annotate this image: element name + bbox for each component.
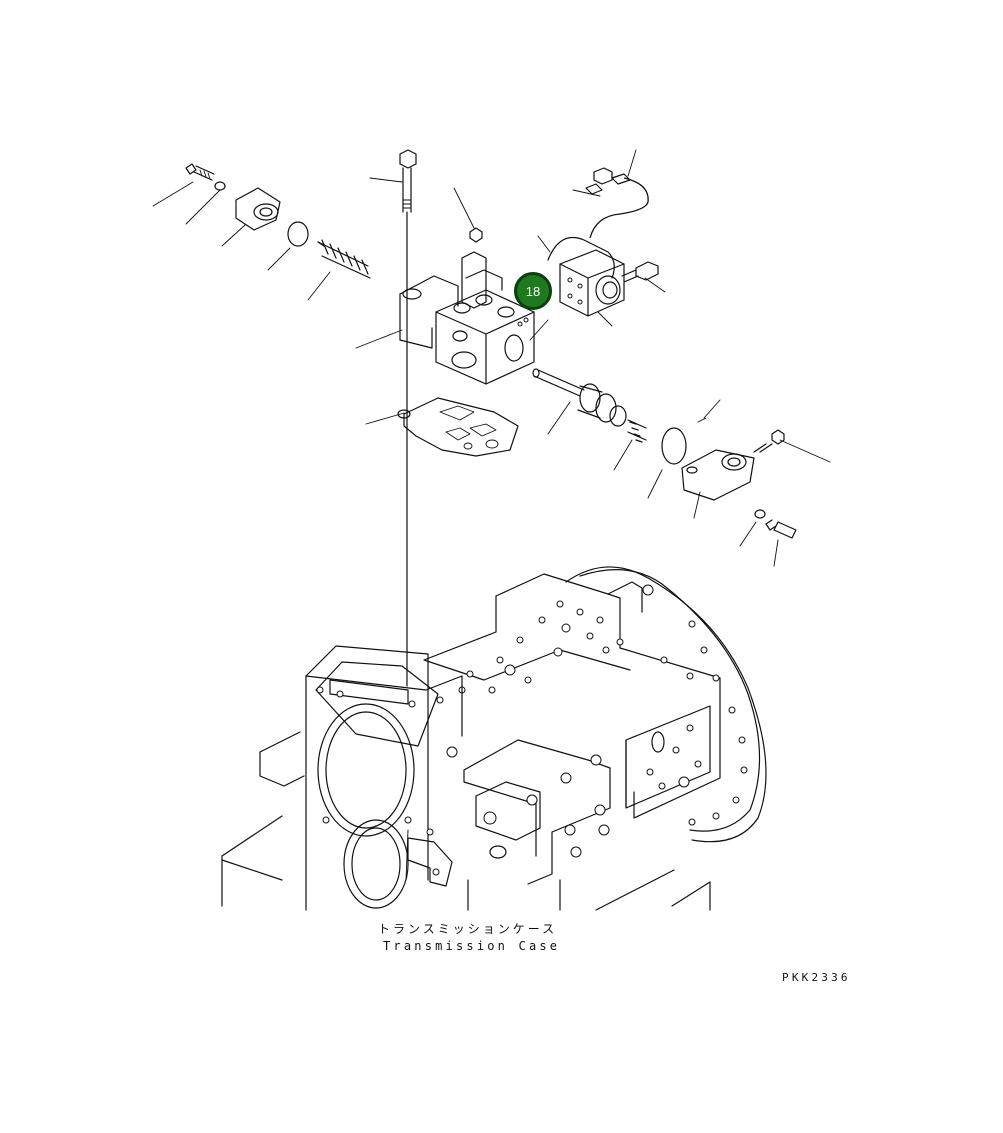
leader-lines — [152, 149, 831, 687]
gasket — [397, 397, 519, 457]
solenoid — [547, 167, 659, 317]
plug-small — [461, 227, 487, 309]
valve-body — [399, 269, 535, 385]
case-caption-en: Transmission Case — [383, 939, 561, 953]
cover-assembly-left — [185, 163, 371, 279]
long-bolt — [399, 149, 417, 213]
figure-code: PKK2336 — [782, 971, 851, 984]
spool — [532, 368, 707, 465]
case-caption-jp: トランスミッションケース — [378, 922, 558, 936]
transmission-case — [221, 566, 767, 911]
cover-assembly-right — [681, 429, 797, 539]
callout-18[interactable]: 18 — [514, 272, 552, 310]
